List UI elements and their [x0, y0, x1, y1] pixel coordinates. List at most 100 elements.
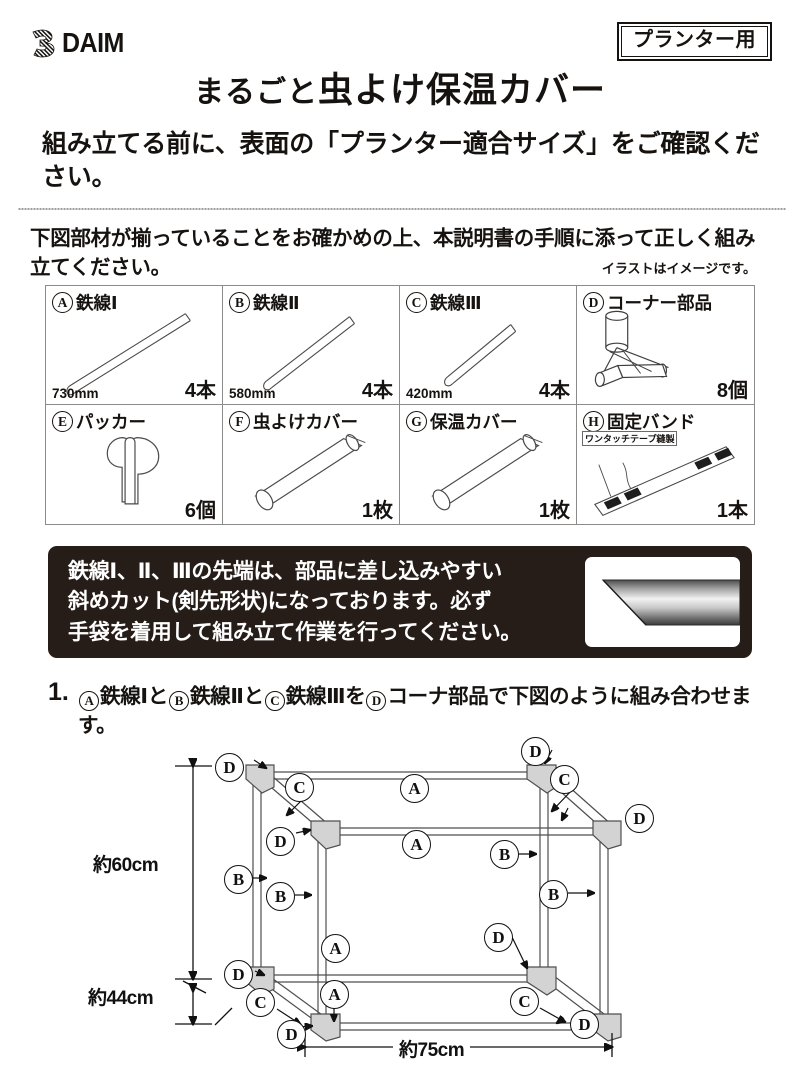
band-icon [594, 446, 735, 517]
step-letter-b: B [168, 690, 189, 711]
part-cell-h: H 固定バンド ワンタッチテープ縫製 1本 [577, 405, 754, 524]
step-text-part-1: 鉄線Ⅰと [100, 685, 168, 708]
clip-icon [106, 437, 160, 505]
part-letter: E [52, 411, 73, 432]
part-qty: 4本 [538, 380, 570, 402]
part-header-a: A 鉄線Ⅰ [52, 290, 118, 315]
step-letter-a: A [79, 690, 99, 711]
part-letter: G [406, 411, 427, 432]
part-letter: B [229, 292, 250, 313]
part-cell-g: G 保温カバー 1枚 [400, 405, 577, 524]
step-text-part-3: 鉄線Ⅲを [285, 685, 366, 708]
step-text-part-4: コーナ部品で下図のように組み合わせます。 [78, 685, 752, 738]
part-name: 鉄線Ⅲ [430, 293, 482, 313]
step-letter-d: D [366, 690, 387, 711]
callout-c: C [550, 765, 579, 794]
part-qty: 8個 [716, 380, 748, 402]
callout-d: D [570, 1010, 599, 1039]
part-cell-c: C 鉄線Ⅲ 420mm 4本 [400, 286, 577, 405]
part-header-f: F 虫よけカバー [229, 409, 358, 434]
callout-d: D [224, 960, 253, 989]
page-title-main: 虫よけ保温カバー [317, 71, 606, 110]
step-letter-c: C [264, 690, 285, 711]
part-name: パッカー [76, 412, 146, 432]
rod-icon [444, 324, 517, 387]
part-cell-b: B 鉄線Ⅱ 580mm 4本 [223, 286, 400, 405]
bevel-cut-rod-illustration [585, 557, 740, 647]
part-name: 固定バンド [607, 412, 696, 432]
brand-logo: DAIM [28, 26, 124, 59]
part-letter: D [583, 292, 604, 313]
callout-d: D [277, 1020, 306, 1049]
step-number: 1. [48, 678, 69, 706]
callout-b: B [539, 880, 568, 909]
rolled-sheet-icon [431, 434, 543, 511]
corner-joint-icon [594, 310, 669, 388]
part-cell-a: A 鉄線Ⅰ 730mm 4本 [46, 286, 223, 405]
part-name: 鉄線Ⅱ [253, 293, 300, 313]
part-cell-f: F 虫よけカバー 1枚 [223, 405, 400, 524]
rolled-sheet-icon [254, 434, 366, 511]
parts-table: A 鉄線Ⅰ 730mm 4本 B 鉄線Ⅱ [45, 285, 755, 525]
callout-d: D [521, 737, 550, 766]
part-name: 虫よけカバー [253, 412, 358, 432]
callout-c: C [510, 987, 539, 1016]
dimension-width: 約75cm [393, 1035, 471, 1062]
callout-d: D [266, 827, 295, 856]
callout-a: A [320, 980, 349, 1009]
callout-a: A [400, 774, 429, 803]
part-qty: 1枚 [538, 500, 570, 522]
part-name: コーナー部品 [607, 293, 712, 313]
dimension-height: 約60cm [93, 855, 159, 876]
brand-name: DAIM [62, 26, 124, 59]
warning-banner: 鉄線Ⅰ、Ⅱ、Ⅲの先端は、部品に差し込みやすい 斜めカット(剣先形状)になっており… [48, 546, 752, 658]
part-header-d: D コーナー部品 [583, 290, 712, 315]
part-header-e: E パッカー [52, 409, 146, 434]
part-name: 鉄線Ⅰ [76, 293, 118, 313]
header-divider [18, 208, 786, 210]
part-qty: 6個 [184, 500, 216, 522]
part-qty: 1本 [716, 500, 748, 522]
page-title-prefix: まるごと [193, 76, 318, 109]
rod-icon [263, 316, 355, 391]
callout-a: A [402, 830, 431, 859]
part-header-c: C 鉄線Ⅲ [406, 290, 482, 315]
part-letter: C [406, 292, 427, 313]
page-header: DAIM プランター用 まるごと虫よけ保温カバー 組み立てる前に、表面の「プラン… [0, 0, 800, 210]
part-qty: 4本 [361, 380, 393, 402]
callout-c: C [285, 773, 314, 802]
part-qty: 1枚 [361, 500, 393, 522]
callout-d: D [484, 923, 513, 952]
part-length: 580mm [229, 386, 276, 401]
callout-c: C [246, 988, 275, 1017]
callout-b: B [266, 882, 295, 911]
warning-line-2: 斜めカット(剣先形状)になっております。必ず [68, 590, 492, 614]
part-length: 730mm [52, 386, 99, 401]
part-cell-e: E パッカー 6個 [46, 405, 223, 524]
badge-label: プランター用 [633, 29, 756, 51]
callout-b: B [224, 865, 253, 894]
assembly-diagram: D C A D C D D A B B B B A D D C A C D D … [0, 735, 800, 1080]
warning-line-3: 手袋を着用して組み立て作業を行ってください。 [68, 620, 522, 644]
part-name: 保温カバー [430, 412, 518, 432]
illustration-note: イラストはイメージです。 [601, 261, 756, 276]
band-sub-label: ワンタッチテープ縫製 [582, 431, 678, 446]
part-qty: 4本 [184, 380, 216, 402]
part-cell-d: D コーナー部品 8個 [577, 286, 754, 405]
warning-line-1: 鉄線Ⅰ、Ⅱ、Ⅲの先端は、部品に差し込みやすい [68, 560, 502, 583]
part-letter: A [52, 292, 73, 313]
part-length: 420mm [406, 386, 453, 401]
part-header-b: B 鉄線Ⅱ [229, 290, 300, 315]
intro-text: 下図部材が揃っていることをお確かめの上、本説明書の手順に添って正しく組み立てくだ… [30, 227, 756, 280]
callout-d: D [215, 753, 244, 782]
daim-logo-mark [32, 29, 55, 58]
warning-text: 鉄線Ⅰ、Ⅱ、Ⅲの先端は、部品に差し込みやすい 斜めカット(剣先形状)になっており… [68, 557, 583, 648]
bevel-cut-rod-icon [601, 579, 740, 626]
part-header-g: G 保温カバー [406, 409, 518, 434]
rod-icon [66, 313, 191, 396]
step-text-part-2: 鉄線Ⅱと [189, 685, 264, 708]
callout-a: A [321, 934, 350, 963]
part-letter: F [229, 411, 250, 432]
